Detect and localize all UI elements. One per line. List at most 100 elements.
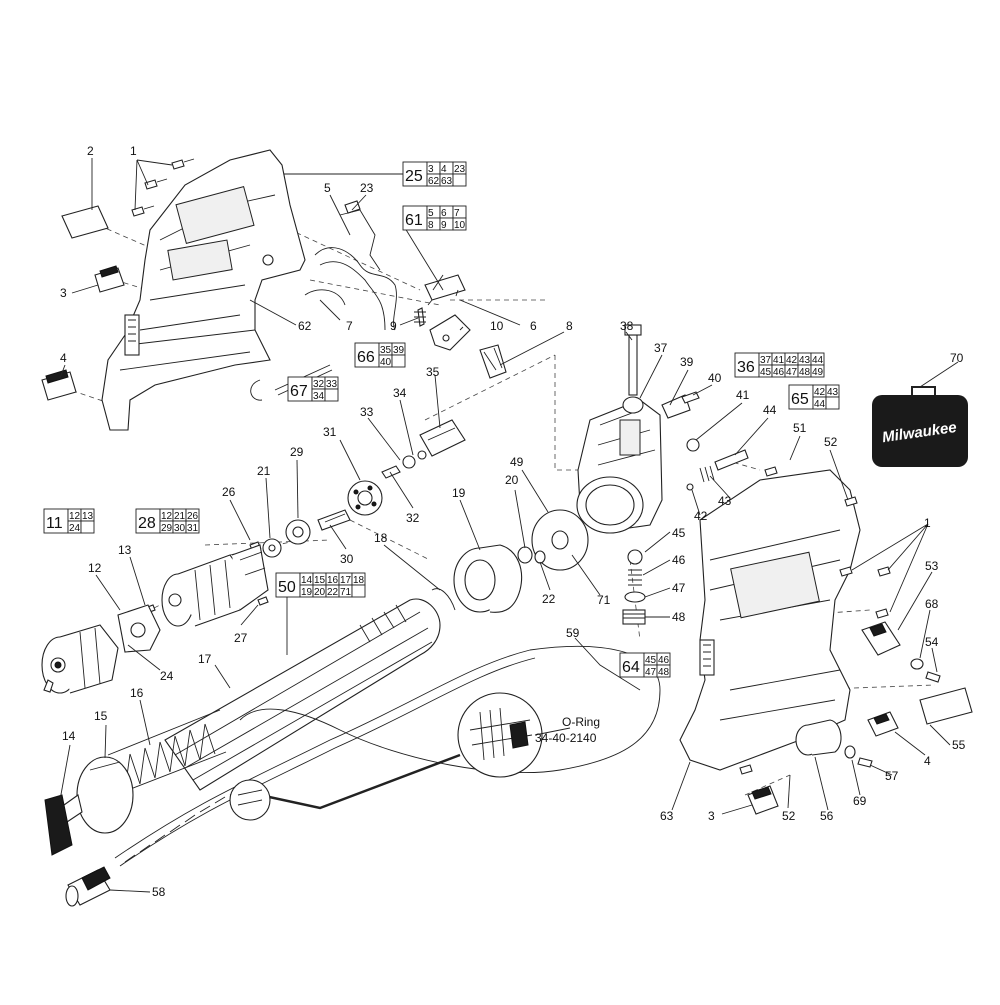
label-55 (919, 687, 973, 725)
kit-cell-part: 71 (340, 587, 352, 598)
right-housing-63 (679, 469, 861, 771)
kit-cell (324, 388, 339, 402)
washer-22 (534, 550, 546, 564)
kit-cell-part: 5 (428, 208, 434, 219)
kit-cell-part: 47 (786, 367, 798, 378)
kit-cell-part: 6 (441, 208, 447, 219)
kit-cell-part: 48 (658, 667, 670, 678)
oring-part-number: 34-40-2140 (535, 731, 597, 745)
label-19: 19 (452, 486, 466, 500)
kit-number: 65 (791, 391, 809, 408)
gear-31 (347, 480, 383, 516)
kit-cell-part: 18 (353, 575, 365, 586)
bracket-35 (419, 419, 466, 457)
kit-cell-part: 40 (380, 357, 392, 368)
label-56: 56 (820, 809, 834, 823)
label-35: 35 (426, 365, 440, 379)
slide-clip-3-bottom (747, 785, 779, 815)
kit-box-frame (275, 572, 301, 598)
kit-number: 11 (46, 515, 63, 532)
screw-57 (857, 757, 873, 768)
kit-cell-part: 9 (441, 220, 447, 231)
kit-number: 67 (290, 383, 308, 400)
kit-cell-part: 21 (174, 511, 186, 522)
screws-right (739, 466, 891, 775)
cylinder-19 (453, 544, 523, 613)
label-21: 21 (257, 464, 271, 478)
label-5: 5 (324, 181, 331, 195)
part-39 (661, 394, 691, 419)
kit-cell-part: 12 (69, 511, 81, 522)
kit-cell-part: 32 (313, 379, 325, 390)
clip-53 (861, 621, 901, 656)
washer-29 (285, 519, 311, 545)
kit-cell-part: 4 (441, 164, 447, 175)
hose-59 (114, 645, 661, 867)
rod-38 (624, 324, 642, 396)
kit-cell-part: 22 (327, 587, 339, 598)
label-32: 32 (406, 511, 420, 525)
kit-cell-part: 29 (161, 523, 173, 534)
pump-housing-36 (576, 399, 663, 534)
kit-number: 28 (138, 515, 156, 532)
kit-cell-part: 42 (786, 355, 798, 366)
kit-number: 50 (278, 579, 296, 596)
screw-54 (925, 671, 941, 683)
washer-69 (844, 745, 856, 759)
label-17: 17 (198, 652, 212, 666)
label-55: 55 (952, 738, 966, 752)
t-handle-14 (44, 794, 73, 856)
ring-18 (431, 588, 456, 611)
label-9: 9 (390, 319, 397, 333)
kit-cell-part: 43 (799, 355, 811, 366)
kit-cell-part: 39 (393, 345, 405, 356)
label-51: 51 (793, 421, 807, 435)
label-30: 30 (340, 552, 354, 566)
label-26: 26 (222, 485, 236, 499)
kit-cell-part: 13 (82, 511, 94, 522)
label-39: 39 (680, 355, 694, 369)
ball-45 (627, 549, 643, 565)
washer-34 (417, 450, 427, 460)
label-18: 18 (374, 531, 388, 545)
kit-cell-part: 45 (645, 655, 657, 666)
kit-cell (80, 520, 95, 534)
label-33: 33 (360, 405, 374, 419)
label-29: 29 (290, 445, 304, 459)
cap-37 (622, 396, 644, 414)
oring-label: O-Ring (562, 715, 600, 729)
kit-cell (391, 354, 406, 368)
label-film-2 (61, 205, 109, 239)
label-1: 1 (130, 144, 137, 158)
kit-cell-part: 7 (454, 208, 460, 219)
oring-detail-callout (229, 692, 571, 821)
label-15: 15 (94, 709, 108, 723)
left-housing-62 (101, 149, 306, 431)
washer-68 (910, 658, 924, 670)
kit-cell-part: 10 (454, 220, 466, 231)
label-40: 40 (708, 371, 722, 385)
wiring-5-7-23 (304, 200, 397, 331)
label-38: 38 (620, 319, 634, 333)
ball-42 (686, 483, 694, 491)
motor-11 (41, 624, 119, 694)
label-71: 71 (597, 593, 611, 607)
label-46: 46 (672, 553, 686, 567)
kit-cell-part: 44 (814, 399, 826, 410)
spring-43 (699, 465, 715, 483)
label-49: 49 (510, 455, 524, 469)
kit-cell-part: 23 (454, 164, 466, 175)
kit-box-frame (734, 352, 760, 378)
kit-cell-part: 42 (814, 387, 826, 398)
label-4-right: 4 (924, 754, 931, 768)
kit-number: 66 (357, 349, 375, 366)
label-7: 7 (346, 319, 353, 333)
